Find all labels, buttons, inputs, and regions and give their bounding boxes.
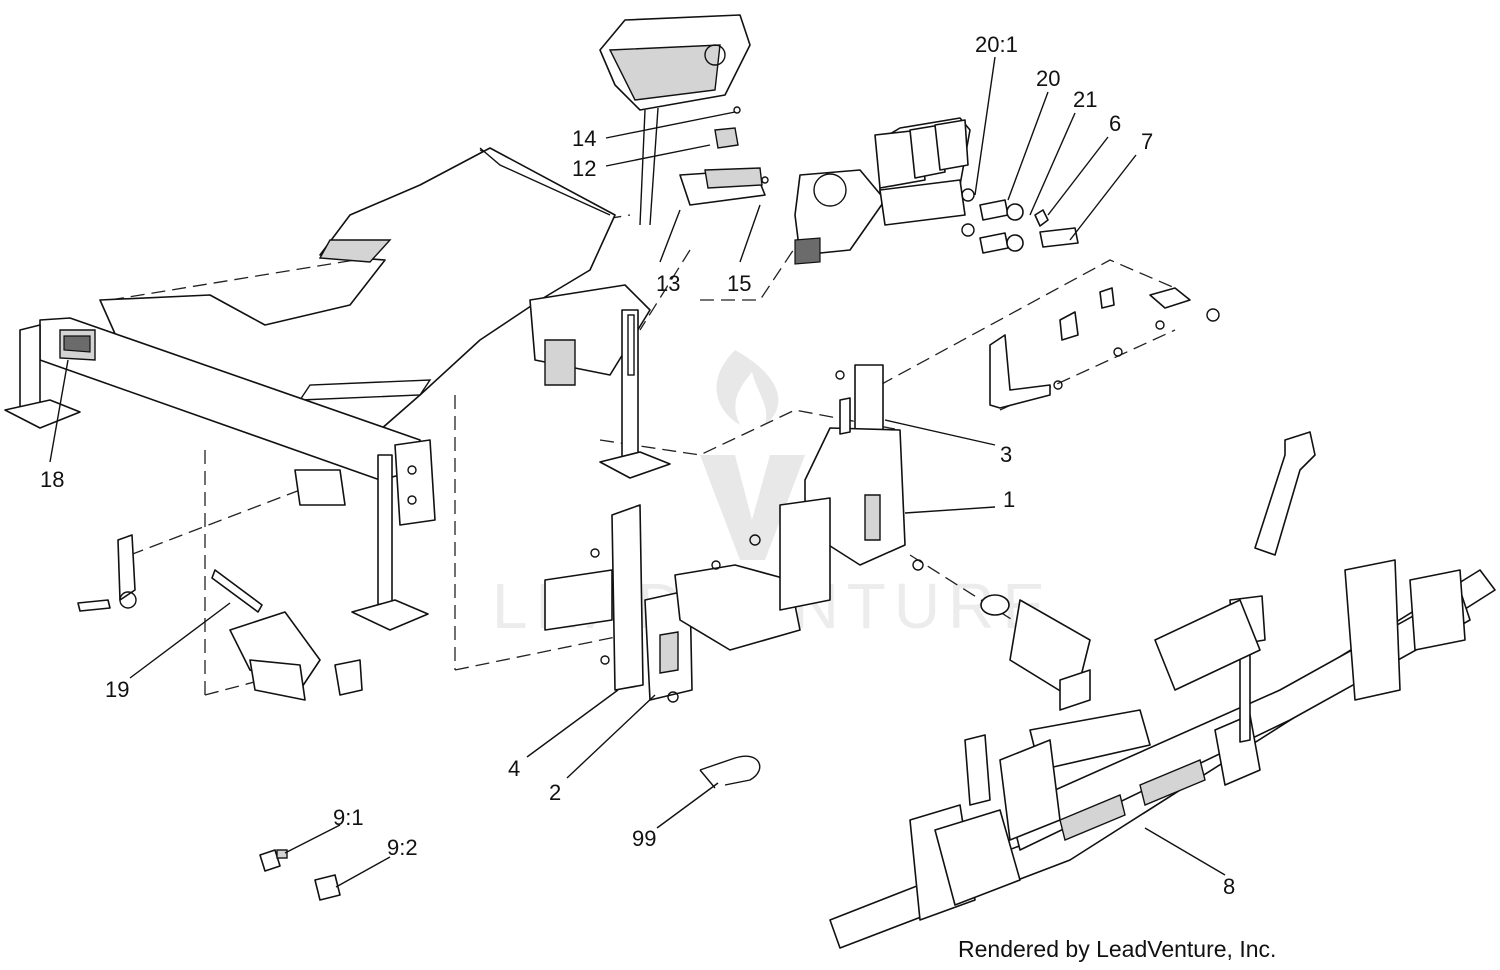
callout-20-1: 20:1	[975, 32, 1018, 57]
fuses	[259, 849, 341, 901]
callout-12: 12	[572, 156, 596, 181]
callout-9-2: 9:2	[387, 835, 418, 860]
callout-labels: 20:1 20 21 6 7 14 12 13 15 18 3 1 19 4 2…	[40, 32, 1235, 899]
side-plates	[544, 497, 831, 703]
bracket-set	[989, 287, 1220, 409]
left-frame-rail	[4, 317, 436, 631]
callout-18: 18	[40, 467, 64, 492]
callout-99: 99	[632, 826, 656, 851]
callout-8: 8	[1223, 874, 1235, 899]
callout-9-1: 9:1	[333, 805, 364, 830]
callout-19: 19	[105, 677, 129, 702]
chassis-frame	[829, 431, 1496, 949]
leader-lines	[49, 56, 1226, 888]
bracket-group-19	[77, 534, 363, 701]
render-credit: Rendered by LeadVenture, Inc.	[958, 936, 1276, 962]
hitch-pin-99	[699, 755, 761, 789]
callout-3: 3	[1000, 442, 1012, 467]
callout-20: 20	[1036, 66, 1060, 91]
valve-manifold	[794, 117, 1079, 265]
callout-1: 1	[1003, 487, 1015, 512]
callout-2: 2	[549, 780, 561, 805]
callout-21: 21	[1073, 87, 1097, 112]
callout-13: 13	[656, 271, 680, 296]
fittings	[961, 188, 1079, 254]
callout-4: 4	[508, 756, 520, 781]
callout-14: 14	[572, 126, 596, 151]
control-tower	[599, 14, 769, 226]
callout-7: 7	[1141, 129, 1153, 154]
right-support-post	[529, 284, 671, 479]
callout-15: 15	[727, 271, 751, 296]
callout-6: 6	[1109, 111, 1121, 136]
